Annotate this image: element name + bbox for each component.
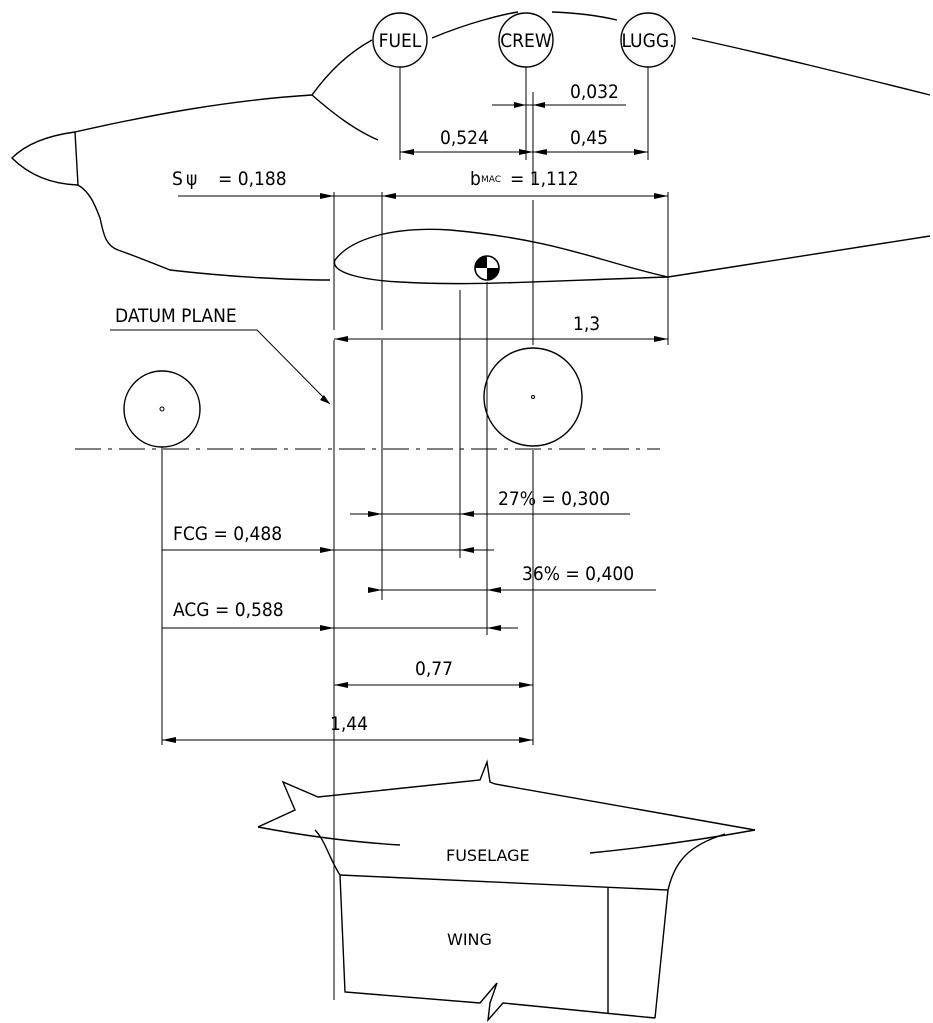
main-wheel (483, 347, 583, 447)
mac-value: = 1,112 (510, 168, 579, 190)
cg-symbol (474, 255, 500, 281)
wheelbase-dim: 1,44 (330, 713, 368, 735)
fuel-arm-dim: 0,524 (440, 127, 489, 149)
crew-offset-dim: 0,032 (570, 81, 619, 103)
acg-label: ACG = 0,588 (173, 599, 284, 621)
mac-b: b (470, 168, 481, 190)
mac-lead-sym: ψ (186, 168, 197, 190)
crew-label: CREW (500, 30, 552, 52)
luggage-arm-dim: 0,45 (570, 127, 608, 149)
station-luggage: LUGG. (620, 12, 676, 68)
datum-plane-label: DATUM PLANE (115, 305, 237, 327)
fuel-label: FUEL (379, 30, 422, 52)
wing-airfoil (333, 228, 669, 285)
root-chord-dim: 1,3 (573, 313, 600, 335)
wing-label: WING (447, 930, 492, 949)
fwd-limit-pct: 27% = 0,300 (498, 488, 610, 510)
mac-lead-name: S (172, 168, 183, 190)
main-gear-dim: 0,77 (415, 658, 453, 680)
mac-sub: MAC (481, 175, 501, 185)
fcg-label: FCG = 0,488 (173, 523, 282, 545)
fuselage-label: FUSELAGE (446, 846, 530, 865)
planform: FUSELAGE WING (257, 759, 756, 1023)
mac-lead-value: = 0,188 (218, 168, 287, 190)
luggage-label: LUGG. (621, 30, 674, 52)
station-fuel: FUEL (372, 12, 428, 68)
station-crew: CREW (498, 12, 554, 68)
aft-limit-pct: 36% = 0,400 (522, 563, 634, 585)
tail-wheel (123, 370, 201, 448)
fuselage-profile (11, 11, 931, 281)
